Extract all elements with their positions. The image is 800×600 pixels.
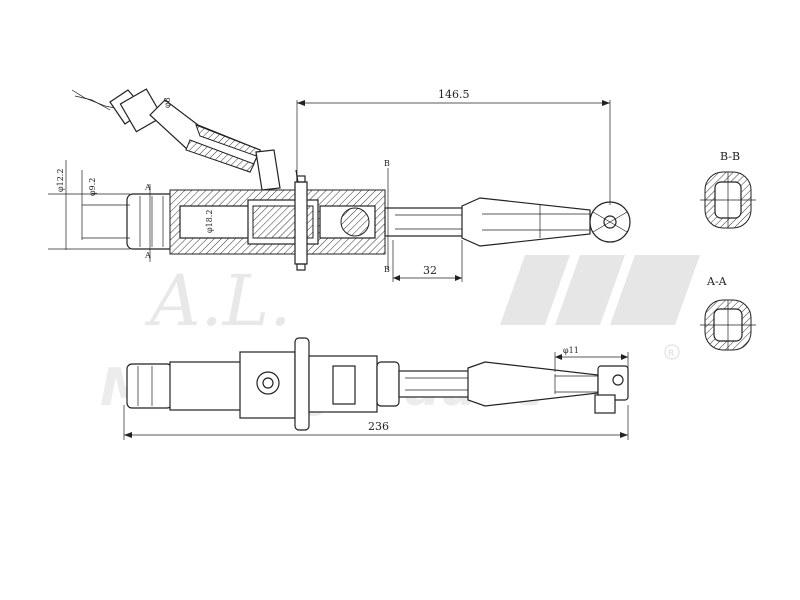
section-mark-b-top: B <box>384 159 390 168</box>
rod-clevis <box>461 197 591 247</box>
dim-236: 236 <box>368 420 389 433</box>
bottom-flange <box>294 337 310 431</box>
watermark-stripe-1 <box>500 255 570 325</box>
section-b-b: B-B <box>700 150 756 229</box>
bottom-dimensions: φ11 236 <box>123 346 629 440</box>
hose-fitting <box>255 149 281 191</box>
push-rod <box>384 207 466 237</box>
hose-wire <box>71 89 116 109</box>
top-section-view: A A B B <box>71 88 631 274</box>
bottom-inlet-fitting <box>126 363 173 409</box>
section-mark-a-bottom: A <box>144 251 151 260</box>
watermark-stripe-3 <box>610 255 700 325</box>
dim-32: 32 <box>423 264 437 277</box>
section-mark-b-bottom: B <box>384 265 390 274</box>
bottom-rod-clevis <box>467 361 599 407</box>
section-a-a-label: A-A <box>706 275 728 288</box>
section-b-b-label: B-B <box>720 150 740 163</box>
dim-phi-11: φ11 <box>563 346 579 355</box>
watermark-logo-text: A.L. <box>144 260 292 342</box>
bottom-outline-view <box>126 337 629 431</box>
dim-phi-8: φ8 <box>163 97 172 108</box>
section-mark-a-top: A <box>144 183 151 192</box>
top-dimensions: 146.5 32 φ12.2 φ9.2 φ18.2 φ8 <box>48 88 611 282</box>
dim-146-5: 146.5 <box>438 88 470 101</box>
bottom-clevis-end <box>594 365 629 414</box>
watermark-stripe-2 <box>555 255 625 325</box>
mounting-flange <box>294 181 308 265</box>
section-a-a: A-A <box>700 275 756 351</box>
dim-phi-12-2: φ12.2 <box>56 169 65 192</box>
clevis-eye <box>589 201 631 243</box>
registered-mark-text: R <box>668 349 674 359</box>
dim-phi-9-2: φ9.2 <box>88 178 97 196</box>
watermark-logo: A.L. <box>144 255 700 342</box>
bottom-push-rod <box>398 370 470 398</box>
dim-phi-18-2: φ18.2 <box>205 210 214 233</box>
registered-mark-circle <box>664 344 680 360</box>
